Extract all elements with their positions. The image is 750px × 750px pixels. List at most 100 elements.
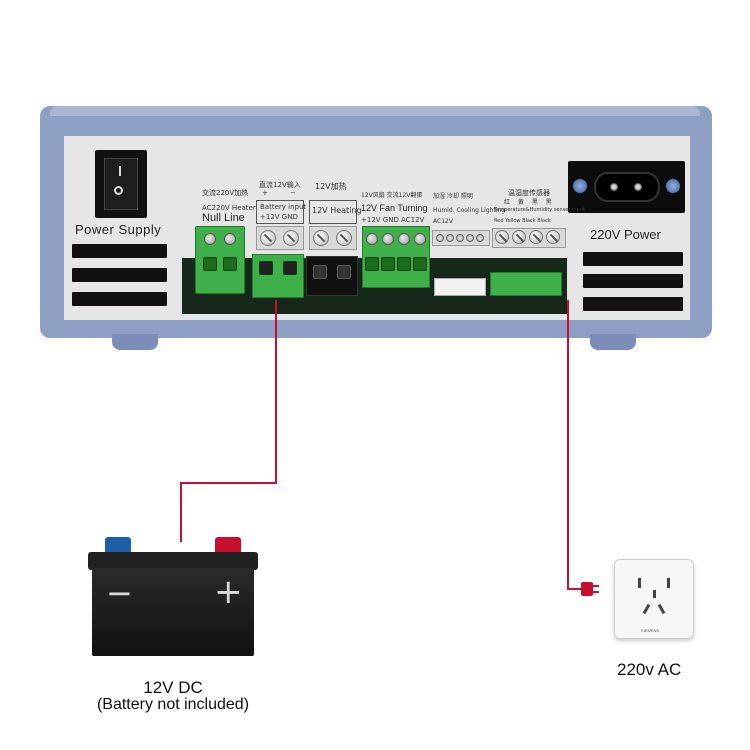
inlet-screw-right — [666, 179, 680, 193]
sensor-screw-1 — [495, 230, 509, 244]
mid-screw-2 — [446, 234, 454, 242]
heating12-slot-1 — [313, 265, 327, 279]
sensor-screw-2 — [512, 230, 526, 244]
battery-label-sub: +12V GND — [260, 213, 298, 221]
left-vent-3 — [72, 292, 167, 306]
heater-screw-1 — [204, 233, 216, 245]
fan-slot-1 — [365, 257, 379, 271]
sensor-label-sub: Red Yellow Black Black — [494, 218, 551, 224]
heater-label-cn: 交流220V加热 — [202, 189, 249, 197]
heating12-label-en: 12V Heating — [312, 206, 362, 215]
fan-screw-3 — [398, 233, 410, 245]
battery-screw-2 — [283, 230, 299, 246]
heating12-screw-1 — [313, 230, 329, 246]
sensor-label-colors-cn: 红 黄 黑 黑 — [504, 199, 555, 206]
right-vent-1 — [583, 252, 683, 266]
outlet-plate[interactable]: SIEMENS — [614, 559, 694, 639]
battery-slot-1 — [259, 261, 273, 275]
heating12-label-box — [309, 200, 357, 224]
right-vent-2 — [583, 274, 683, 288]
heater-label-en: AC220V Heater — [202, 204, 256, 212]
right-foot — [590, 334, 636, 350]
battery-lid — [88, 552, 258, 570]
battery-minus-symbol: − — [106, 574, 133, 612]
heating12-label-cn: 12V加热 — [315, 182, 347, 191]
sensor-connector[interactable] — [490, 272, 562, 296]
sensor-screw-3 — [529, 230, 543, 244]
battery-terminal-negative — [105, 537, 131, 555]
mid-screw-3 — [456, 234, 464, 242]
outlet-slot-bottom-left — [642, 603, 651, 615]
ac-inlet-socket — [594, 172, 660, 202]
heater-label-sub: Null Line — [202, 212, 245, 224]
white-connector[interactable] — [434, 278, 486, 296]
inlet-screw-left — [573, 179, 587, 193]
fan-label-en: 12V Fan Turning — [361, 203, 428, 213]
heating12-slot-2 — [337, 265, 351, 279]
plug-prong-1 — [593, 585, 599, 587]
battery-label-line1: 12V DC — [143, 678, 203, 697]
fan-screw-2 — [382, 233, 394, 245]
mid-screw-5 — [476, 234, 484, 242]
plug-icon — [581, 582, 599, 596]
fan-slot-3 — [397, 257, 411, 271]
switch-off-mark — [114, 186, 123, 195]
fan-screw-1 — [366, 233, 378, 245]
power-switch[interactable] — [95, 150, 147, 218]
left-vent-1 — [72, 244, 167, 258]
battery-wire-vertical-top — [275, 300, 277, 482]
inlet-pin-right — [634, 183, 642, 191]
mid-screw-4 — [466, 234, 474, 242]
fan-slot-4 — [413, 257, 427, 271]
mid-screw-1 — [436, 234, 444, 242]
sensor-label-en: Temperature&Humidity sensor input — [494, 207, 585, 213]
heating12-terminal[interactable] — [306, 256, 358, 296]
ac-inlet-label: 220V Power — [590, 227, 661, 242]
battery-screw-1 — [260, 230, 276, 246]
heater-screw-2 — [224, 233, 236, 245]
ac-wire-horizontal — [567, 588, 583, 590]
outlet-slot-top-left — [638, 578, 641, 588]
ac-wire-vertical — [567, 300, 569, 590]
heater-slot-2 — [223, 257, 237, 271]
battery-label-cn: 直流12V输入 — [259, 181, 301, 189]
right-vent-3 — [583, 297, 683, 311]
fan-turning-terminal[interactable] — [362, 226, 430, 288]
sensor-screw-4 — [546, 230, 560, 244]
battery-label-line2: (Battery not included) — [96, 696, 250, 713]
battery-body — [92, 568, 254, 656]
battery-label-box — [256, 200, 304, 224]
switch-on-mark — [119, 166, 121, 176]
left-foot — [112, 334, 158, 350]
battery-slot-2 — [283, 261, 297, 275]
outlet-brand: SIEMENS — [641, 628, 660, 633]
fan-screw-4 — [414, 233, 426, 245]
battery-label-polarity: + − — [262, 189, 306, 197]
heater-terminal[interactable] — [195, 226, 245, 294]
plug-prong-2 — [593, 591, 599, 593]
battery-terminal[interactable] — [252, 254, 304, 298]
outlet-slot-ground — [653, 590, 656, 598]
mid-label-sub: AC12V — [433, 218, 453, 225]
fan-slot-2 — [381, 257, 395, 271]
battery-wire-vertical-bottom — [180, 482, 182, 542]
mid-label-cn: 加湿 冷却 照明 — [433, 193, 473, 200]
fan-label-sub: +12V GND AC12V — [361, 216, 425, 224]
battery-plus-symbol: + — [214, 572, 243, 612]
ac-inlet[interactable] — [568, 161, 685, 213]
left-vent-2 — [72, 268, 167, 282]
power-switch-label: Power Supply — [75, 222, 162, 237]
battery-wire-horizontal — [180, 482, 277, 484]
sensor-label-cn: 温湿度传感器 — [508, 189, 550, 197]
battery-terminal-positive — [215, 537, 241, 555]
switch-rocker — [104, 158, 138, 210]
fan-label-cn: 12V风扇 交流12V翻蛋 — [361, 192, 423, 199]
inlet-pin-left — [610, 183, 618, 191]
battery-label-en: Battery input — [260, 203, 307, 211]
mid-label-en: Humid. Cooling Lighting — [433, 207, 506, 214]
outlet-slot-top-right — [667, 578, 670, 588]
heating12-screw-2 — [336, 230, 352, 246]
outlet-label: 220v AC — [617, 660, 682, 679]
heater-slot-1 — [203, 257, 217, 271]
outlet-slot-bottom-right — [657, 603, 666, 615]
